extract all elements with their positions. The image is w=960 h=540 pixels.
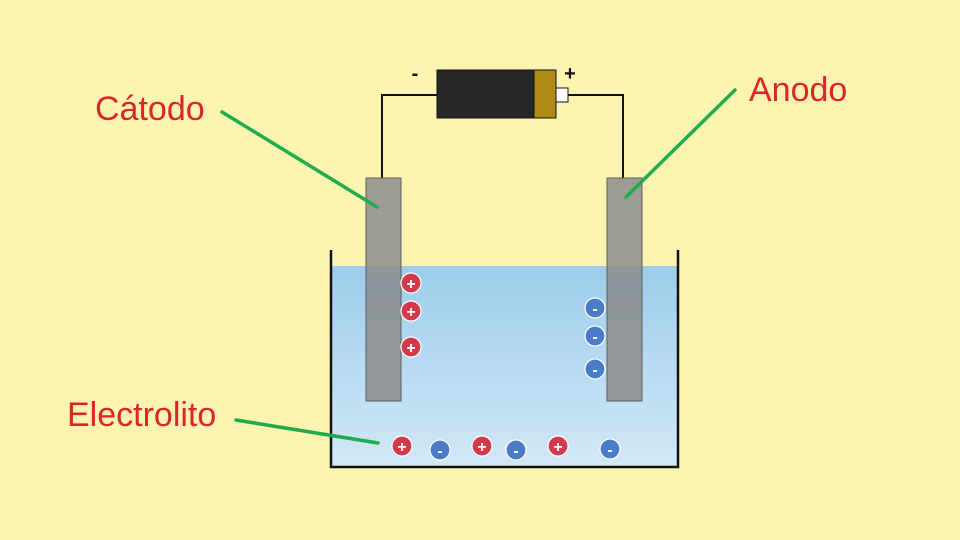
battery-cap [533,69,557,119]
battery-negative-sign: - [412,63,419,85]
electrolyte-label: Electrolito [67,396,217,434]
svg-text:-: - [437,443,442,460]
svg-text:+: + [406,340,415,357]
ion-positive: + [547,435,569,457]
anode-label: Anodo [749,71,848,109]
svg-text:-: - [592,301,597,318]
wire-right [568,94,624,178]
anode-leader-line [624,88,737,199]
ion-negative: - [429,439,451,461]
ion-positive: + [391,435,413,457]
ion-positive: + [400,272,422,294]
ion-positive: + [471,435,493,457]
svg-text:+: + [553,439,562,456]
cathode-electrode [365,177,402,402]
ion-negative: - [505,439,527,461]
svg-text:-: - [592,329,597,346]
svg-text:-: - [607,442,612,459]
ion-negative: - [584,325,606,347]
svg-text:-: - [592,362,597,379]
svg-text:+: + [406,304,415,321]
svg-text:+: + [477,439,486,456]
battery-positive-sign: + [564,63,576,85]
battery-terminal [555,87,569,103]
cathode-leader-line [220,110,379,209]
svg-text:-: - [513,443,518,460]
battery-body [436,69,535,119]
anode-electrode [606,177,643,402]
ion-negative: - [584,358,606,380]
battery: - + [412,63,576,119]
svg-text:+: + [406,276,415,293]
svg-text:+: + [397,439,406,456]
ion-negative: - [584,297,606,319]
cathode-label: Cátodo [95,90,205,128]
wire-left [381,94,437,178]
electrolyte-leader-line [234,418,380,445]
ion-positive: + [400,300,422,322]
ion-negative: - [599,438,621,460]
ion-positive: + [400,336,422,358]
container [329,250,680,469]
